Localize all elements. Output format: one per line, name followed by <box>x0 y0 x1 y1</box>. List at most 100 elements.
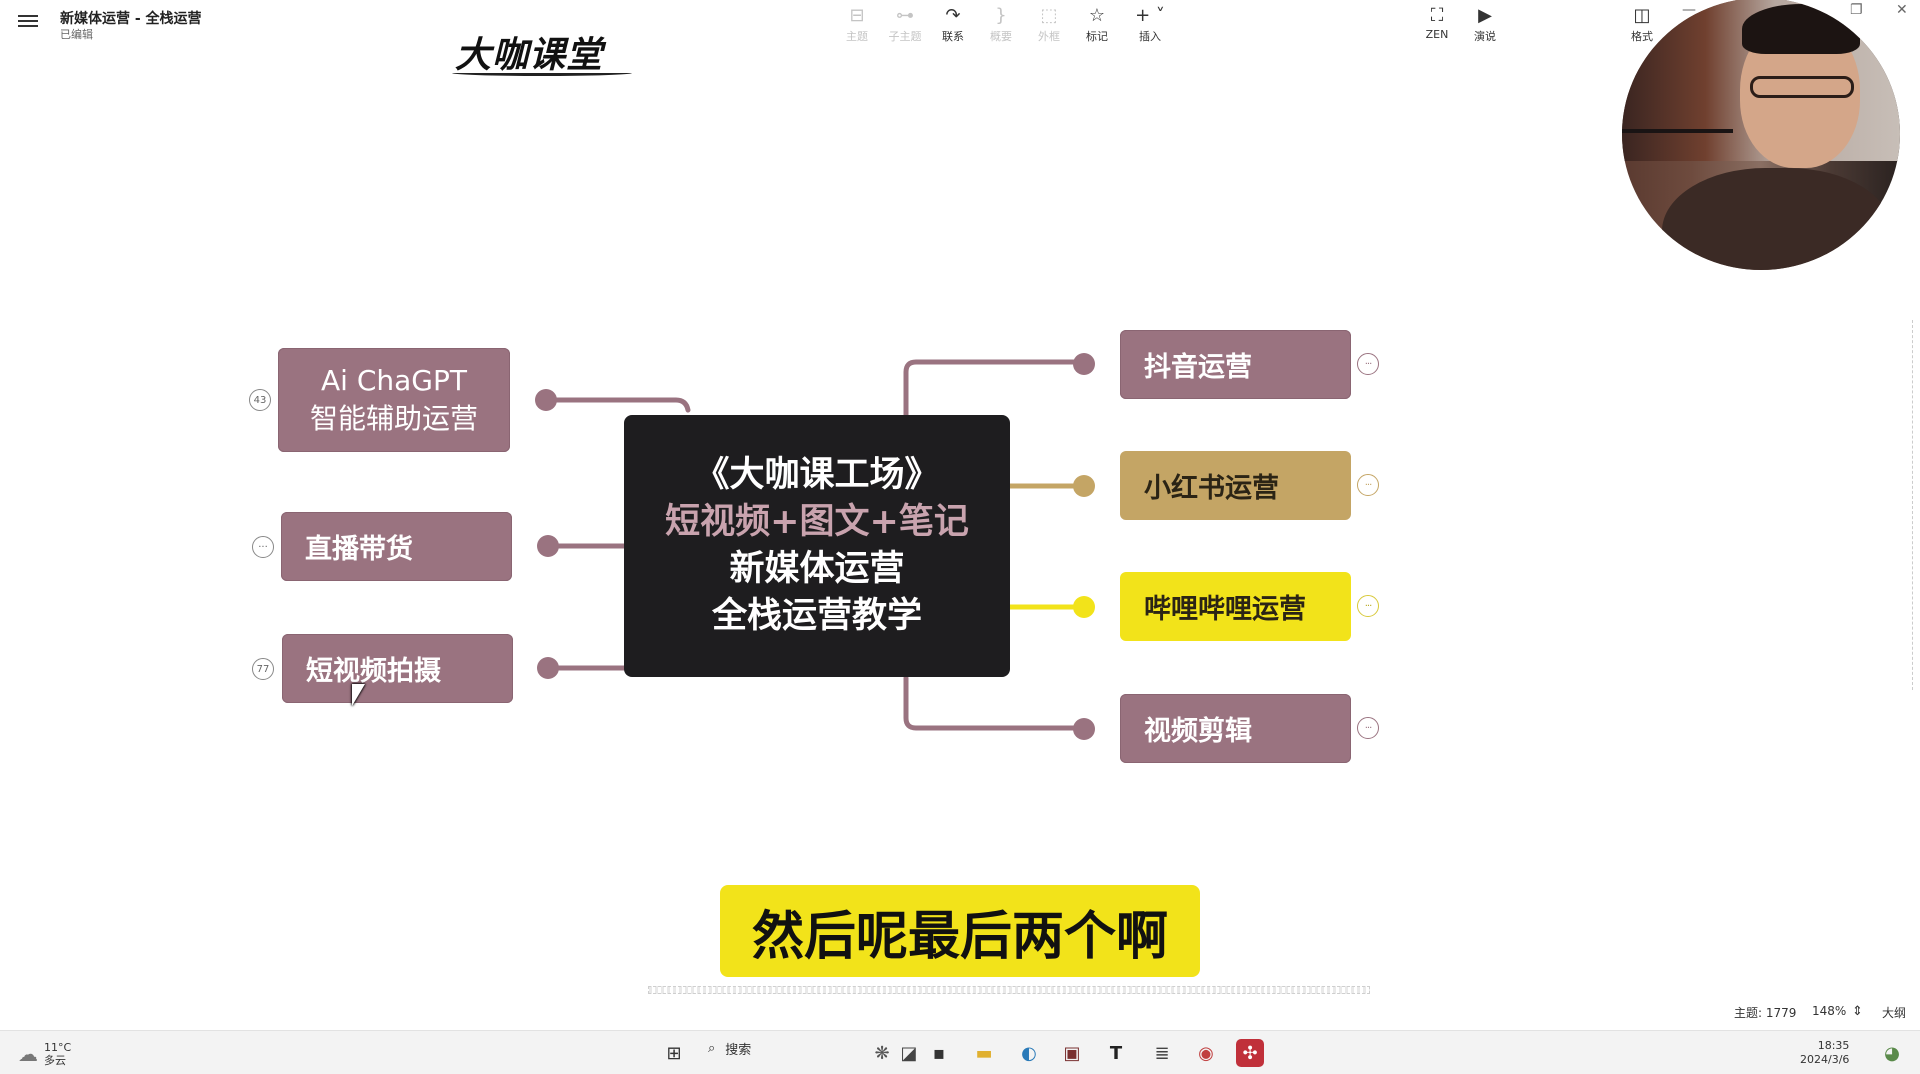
marker-button[interactable]: ☆ 标记 <box>1075 6 1119 44</box>
taskbar-search[interactable]: ⌕ 搜索 <box>708 1039 751 1058</box>
topic-short-video-shooting[interactable]: 短视频拍摄 <box>282 634 513 703</box>
connector-dot-left-3 <box>537 657 559 679</box>
star-icon: ☆ <box>1088 5 1106 26</box>
collapse-toggle-icon[interactable]: ··· <box>1357 474 1379 496</box>
connector-left-1 <box>543 397 691 413</box>
widgets-icon[interactable]: ❋ <box>874 1042 890 1064</box>
topic-xiaohongshu-label: 小红书运营 <box>1144 473 1279 504</box>
boundary-label: 外框 <box>1038 30 1060 43</box>
pitch-label: 演说 <box>1474 30 1496 43</box>
document-title: 新媒体运营 - 全栈运营 <box>60 11 202 27</box>
start-icon[interactable]: ⊞ <box>666 1042 682 1064</box>
relationship-button[interactable]: ↷ 联系 <box>931 6 975 44</box>
connector-dot-right-4 <box>1073 718 1095 740</box>
topic-bilibili-label: 哔哩哔哩运营 <box>1144 594 1306 625</box>
close-icon[interactable]: ✕ <box>1896 2 1908 18</box>
zen-button[interactable]: ⛶ ZEN <box>1415 5 1459 42</box>
notification-icon[interactable]: ◕ <box>1884 1042 1900 1064</box>
text-editor-icon[interactable]: T <box>1109 1042 1123 1064</box>
pitch-button[interactable]: ▶ 演说 <box>1463 6 1507 44</box>
topic-ai-chatgpt-line1: Ai ChaGPT <box>321 364 467 397</box>
connector-right-4 <box>903 675 1085 731</box>
central-topic-line2: 短视频+图文+笔记 <box>665 502 969 542</box>
connector-dot-right-1 <box>1073 353 1095 375</box>
cloud-icon: ☁ <box>18 1041 38 1066</box>
file-explorer-icon[interactable]: ▬ <box>975 1042 993 1064</box>
task-view-icon[interactable]: ◪ <box>900 1042 918 1064</box>
boundary-icon: ⬚ <box>1040 5 1058 26</box>
weather-widget[interactable]: ☁ 11°C 多云 <box>18 1041 71 1067</box>
clock-time: 18:35 <box>1817 1039 1850 1052</box>
xmind-icon[interactable]: ✣ <box>1236 1039 1264 1067</box>
topic-ai-chatgpt[interactable]: Ai ChaGPT 智能辅助运营 <box>278 348 510 452</box>
zoom-level[interactable]: 148% <box>1812 1004 1847 1018</box>
topic-live-selling[interactable]: 直播带货 <box>281 512 512 581</box>
horizontal-scrollbar[interactable] <box>648 986 1370 994</box>
connector-right-1 <box>903 359 1085 418</box>
topic-video-editing-label: 视频剪辑 <box>1144 716 1252 747</box>
recorder-icon[interactable]: ◉ <box>1198 1042 1214 1064</box>
collapsed-count-badge[interactable]: 77 <box>252 658 274 680</box>
vertical-scrollbar[interactable] <box>1912 320 1918 690</box>
collapse-toggle-icon[interactable]: ··· <box>1357 595 1379 617</box>
topic-douyin-label: 抖音运营 <box>1144 352 1252 383</box>
weather-desc: 多云 <box>44 1054 66 1067</box>
subtopic-button[interactable]: ⊶ 子主题 <box>883 6 927 44</box>
marker-label: 标记 <box>1086 30 1108 43</box>
boundary-button[interactable]: ⬚ 外框 <box>1027 6 1071 44</box>
topic-bilibili[interactable]: 哔哩哔哩运营 <box>1120 572 1351 641</box>
mouse-cursor-icon <box>352 684 365 706</box>
topic-ai-chatgpt-line2: 智能辅助运营 <box>309 402 478 435</box>
subtopic-icon: ⊶ <box>896 5 914 26</box>
topic-xiaohongshu[interactable]: 小红书运营 <box>1120 451 1351 520</box>
relationship-label: 联系 <box>942 30 964 43</box>
connector-dot-left-2 <box>537 535 559 557</box>
connector-dot-right-3 <box>1073 596 1095 618</box>
expand-more-icon[interactable]: ··· <box>252 536 274 558</box>
topic-count: 主题: 1779 <box>1734 1006 1797 1020</box>
zoom-stepper-icon[interactable]: ⇕ <box>1852 1004 1863 1019</box>
topic-live-selling-label: 直播带货 <box>305 534 413 565</box>
system-clock[interactable]: 18:35 2024/3/6 <box>1800 1039 1849 1067</box>
topic-short-video-shooting-label: 短视频拍摄 <box>306 656 441 687</box>
central-topic-line1: 《大咖课工场》 <box>694 455 940 495</box>
summary-button[interactable]: } 概要 <box>979 6 1023 44</box>
document-status: 已编辑 <box>60 28 93 41</box>
collapse-toggle-icon[interactable]: ··· <box>1357 353 1379 375</box>
weather-temp: 11°C <box>44 1041 72 1054</box>
terminal-icon[interactable]: ▪ <box>932 1042 946 1064</box>
outline-toggle[interactable]: 大纲 <box>1882 1006 1907 1020</box>
zen-icon: ⛶ <box>1430 5 1444 26</box>
summary-label: 概要 <box>990 30 1012 43</box>
clock-date: 2024/3/6 <box>1800 1053 1850 1066</box>
app-icon[interactable]: ▣ <box>1063 1042 1081 1064</box>
central-topic-line3: 新媒体运营 <box>729 549 905 589</box>
topic-button[interactable]: ⊟ 主题 <box>835 6 879 44</box>
topic-video-editing[interactable]: 视频剪辑 <box>1120 694 1351 763</box>
taskbar: ☁ 11°C 多云 ⊞ ⌕ 搜索 ❋ ◪ ▪ ▬ ◐ ▣ T ≣ ◉ ✣ 18:… <box>0 1030 1920 1074</box>
collapse-toggle-icon[interactable]: ··· <box>1357 717 1379 739</box>
relationship-icon: ↷ <box>945 5 961 26</box>
central-topic-line4: 全栈运营教学 <box>711 596 922 636</box>
logo-swoosh <box>452 70 632 76</box>
subtopic-label: 子主题 <box>888 30 922 43</box>
edge-browser-icon[interactable]: ◐ <box>1021 1042 1037 1064</box>
webcam-overlay <box>1622 0 1900 270</box>
topic-label: 主题 <box>846 30 868 43</box>
plus-icon: + ˅ <box>1135 5 1165 26</box>
topic-douyin[interactable]: 抖音运营 <box>1120 330 1351 399</box>
insert-button[interactable]: + ˅ 插入 <box>1128 6 1172 44</box>
topic-icon: ⊟ <box>849 5 865 26</box>
notepad-icon[interactable]: ≣ <box>1154 1042 1170 1064</box>
search-icon: ⌕ <box>708 1041 716 1056</box>
menu-icon[interactable] <box>18 12 38 30</box>
collapsed-count-badge[interactable]: 43 <box>249 389 271 411</box>
insert-label: 插入 <box>1139 30 1161 43</box>
central-topic[interactable]: 《大咖课工场》 短视频+图文+笔记 新媒体运营 全栈运营教学 <box>624 415 1010 677</box>
summary-icon: } <box>995 5 1007 26</box>
pitch-icon: ▶ <box>1478 5 1492 26</box>
zen-label: ZEN <box>1425 28 1449 41</box>
connector-dot-left-1 <box>535 389 557 411</box>
